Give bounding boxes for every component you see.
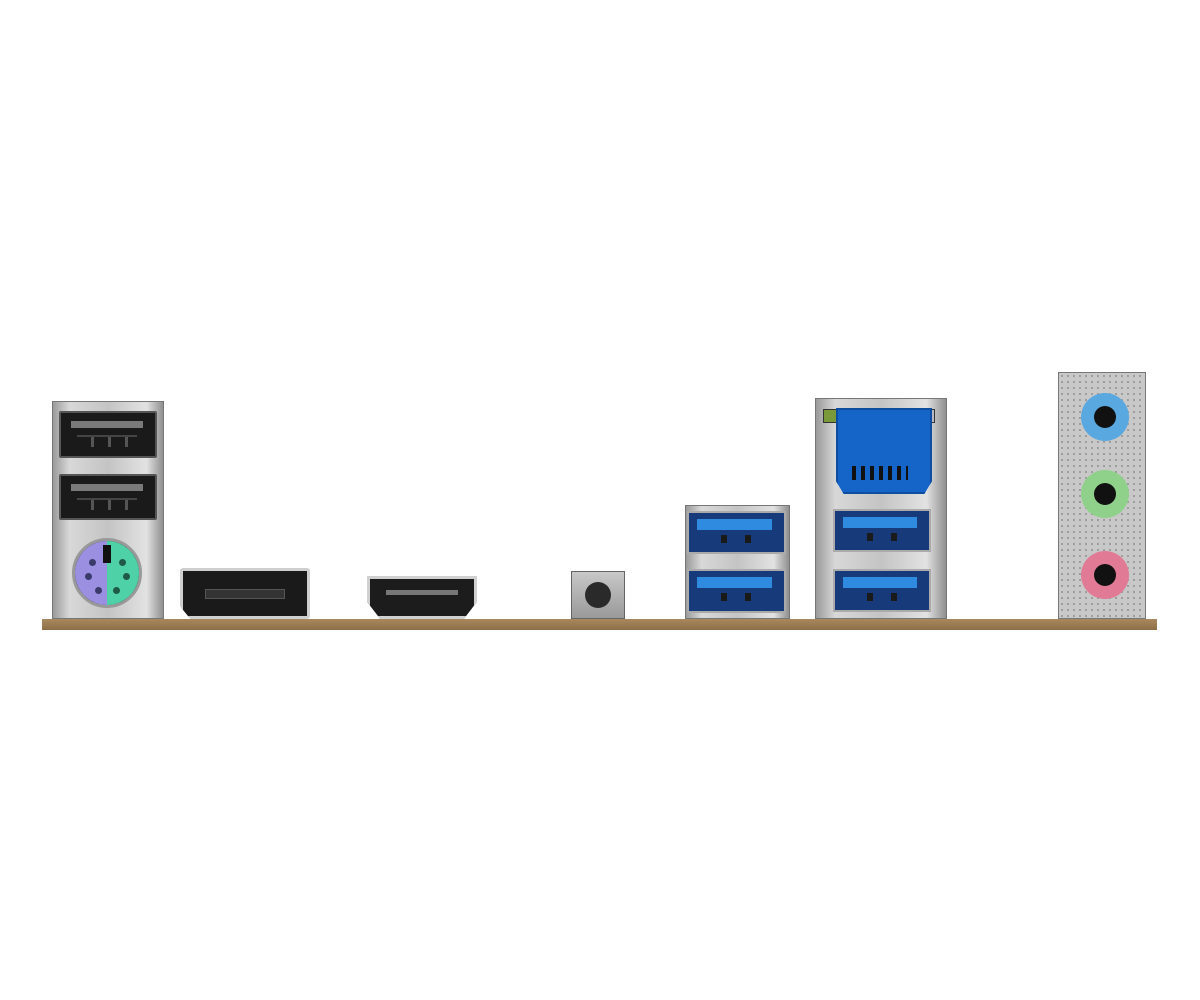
usb3-port[interactable] (833, 569, 931, 612)
mic-in-jack[interactable] (1081, 551, 1129, 599)
hdmi-port[interactable] (367, 576, 477, 619)
displayport-port[interactable] (180, 568, 310, 619)
line-in-jack[interactable] (1081, 393, 1129, 441)
lan-usb3-bracket (815, 398, 947, 619)
ps2-combo-port[interactable] (72, 538, 142, 608)
usb3-port[interactable] (687, 569, 786, 613)
ethernet-port[interactable] (836, 408, 932, 494)
line-out-jack[interactable] (1081, 470, 1129, 518)
usb2-ps2-bracket (52, 401, 164, 619)
bios-flashback-button[interactable] (571, 571, 625, 619)
usb3-port[interactable] (687, 511, 786, 554)
usb3-port[interactable] (833, 509, 931, 552)
usb3-stack (685, 505, 790, 619)
audio-bracket (1058, 372, 1146, 619)
usb2-port[interactable] (59, 474, 157, 520)
usb2-port[interactable] (59, 411, 157, 458)
motherboard-pcb-edge (42, 619, 1157, 630)
